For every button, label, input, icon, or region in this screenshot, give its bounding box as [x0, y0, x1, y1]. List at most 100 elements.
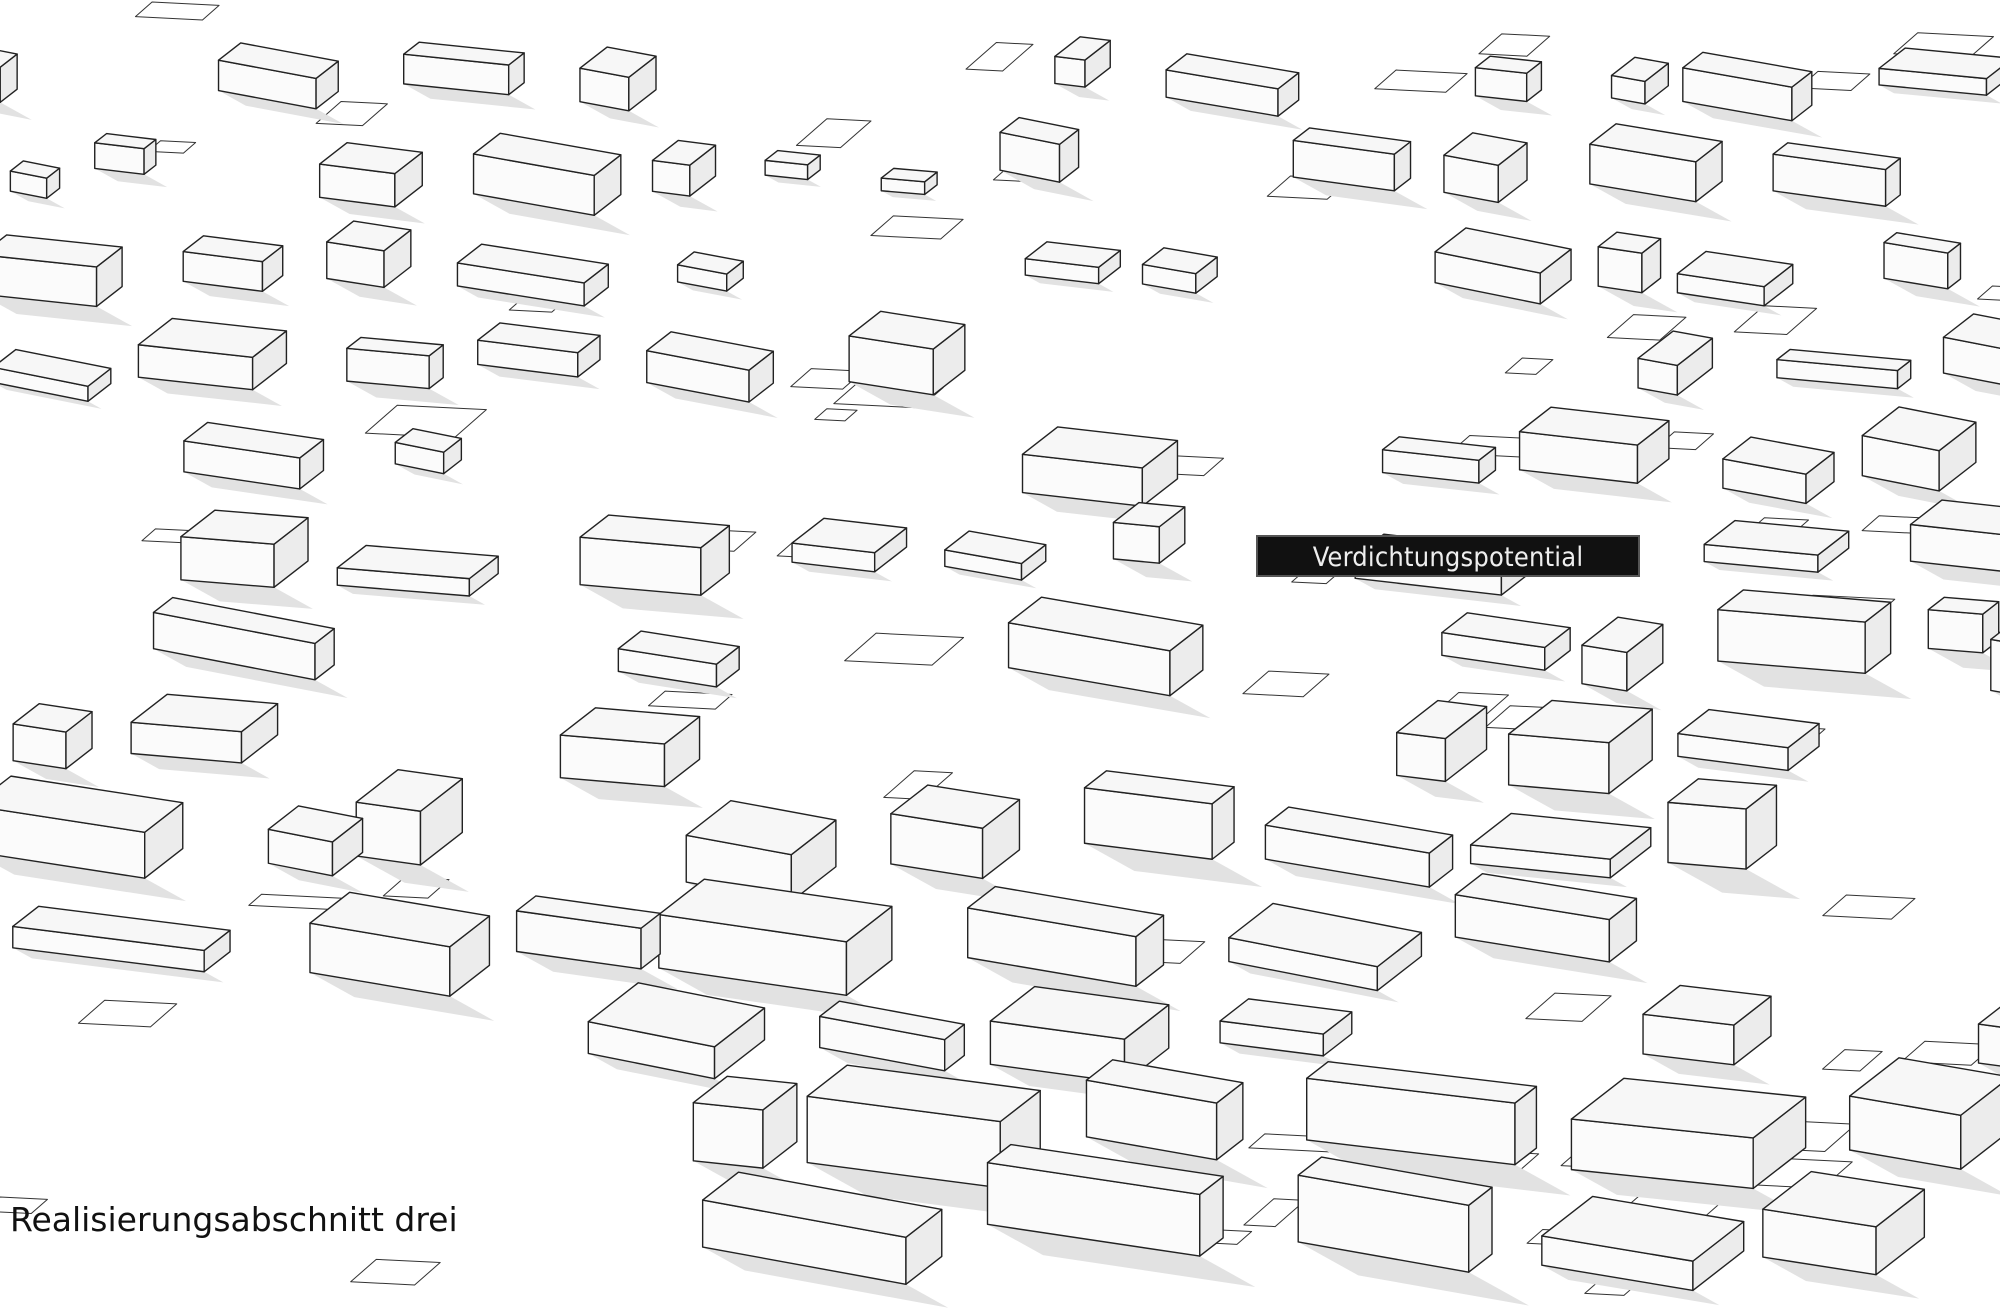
building-roof — [0, 348, 112, 387]
building-shadow — [1849, 1150, 2000, 1195]
parcel-outline — [1504, 357, 1554, 375]
building-shadow — [944, 566, 1037, 589]
building-shadow — [1396, 775, 1484, 803]
building-roof — [1518, 406, 1670, 446]
building-shadow — [0, 102, 32, 120]
building-shadow — [1677, 756, 1809, 782]
building-shadow — [1025, 275, 1114, 292]
parcel-outline — [0, 1196, 48, 1215]
building-shadow — [702, 1247, 949, 1308]
building-roof — [0, 49, 18, 68]
building-roof — [1883, 232, 1962, 254]
building-shadow — [1910, 561, 2000, 586]
building-roof — [1219, 998, 1353, 1035]
building-roof — [1589, 123, 1723, 163]
building-roof — [579, 514, 731, 549]
parcel-outline — [1900, 1040, 1996, 1066]
building-roof — [559, 707, 701, 745]
building-facade — [1942, 336, 2000, 385]
building-facade — [1977, 1023, 2000, 1067]
building-roof — [477, 322, 601, 354]
building-roof — [1722, 436, 1835, 475]
building-shadow — [153, 648, 348, 698]
building-shadow — [183, 471, 328, 505]
building-shadow — [618, 671, 737, 699]
building-facade — [1112, 521, 1161, 564]
building-shadow — [477, 364, 600, 390]
building-roof — [1676, 250, 1794, 288]
building-shadow — [1142, 283, 1214, 303]
building-shadow — [1879, 84, 2000, 104]
building-roof — [1570, 1077, 1807, 1139]
building-shadow — [1166, 97, 1303, 130]
building-shadow — [516, 951, 678, 990]
building-roof — [1434, 227, 1572, 274]
building-roof — [819, 1000, 966, 1041]
building-roof — [685, 799, 837, 856]
building-facade — [692, 1101, 764, 1169]
building-roof — [1927, 596, 2000, 615]
building-shadow — [1293, 177, 1428, 210]
building-roof — [1024, 241, 1122, 268]
parcel-outline — [870, 215, 964, 240]
building-shadow — [1682, 101, 1823, 138]
building-roof — [1677, 708, 1820, 749]
building-roof — [1054, 36, 1111, 61]
building-roof — [1507, 699, 1653, 744]
parcel-outline — [1242, 670, 1330, 698]
building-shadow — [881, 190, 937, 201]
building-roof — [1703, 519, 1850, 556]
parcel-outline — [1822, 1049, 1883, 1072]
building-roof — [944, 530, 1047, 565]
building-roof — [318, 142, 423, 175]
building-side — [1985, 67, 2000, 96]
building-roof — [1682, 51, 1813, 88]
building-roof — [1717, 589, 1892, 623]
building-shadow — [1704, 561, 1834, 581]
building-shadow — [652, 191, 718, 212]
building-roof — [137, 317, 288, 358]
building-shadow — [677, 281, 743, 300]
building-facade — [1597, 246, 1643, 294]
building-shadow — [457, 285, 605, 318]
building-shadow — [1220, 1042, 1343, 1067]
building-shadow — [1000, 170, 1094, 202]
building-roof — [1228, 902, 1423, 968]
building-roof — [890, 784, 1021, 829]
building-roof — [806, 1064, 1041, 1123]
building-roof — [1878, 47, 2000, 80]
building-roof — [1441, 612, 1571, 649]
building-roof — [1848, 1057, 2000, 1116]
building-facade — [1990, 638, 2000, 693]
building-roof — [403, 41, 525, 66]
building-roof — [1292, 127, 1412, 155]
building-shadow — [326, 278, 417, 306]
building-side — [1960, 1083, 2000, 1170]
building-shadow — [1228, 961, 1399, 1003]
building-roof — [1581, 616, 1664, 654]
building-shadow — [987, 1224, 1256, 1287]
building-shadow — [849, 381, 975, 418]
building-roof — [1667, 778, 1778, 810]
building-roof — [1297, 1156, 1493, 1207]
building-facade — [180, 535, 275, 589]
building-shadow — [346, 381, 459, 405]
building-roof — [617, 630, 740, 665]
building-shadow — [560, 777, 703, 808]
building-shadow — [1717, 661, 1912, 700]
building-roof — [152, 596, 335, 645]
building-shadow — [1008, 667, 1211, 719]
building-shadow — [1443, 192, 1532, 221]
building-roof — [676, 251, 744, 275]
building-roof — [267, 805, 364, 843]
building-roof — [880, 167, 938, 183]
building-shadow — [1611, 97, 1666, 116]
building-shadow — [1508, 784, 1655, 820]
building-facade — [1054, 55, 1086, 88]
building-roof — [1396, 699, 1488, 740]
building-roof — [12, 905, 231, 952]
building-shadow — [0, 383, 102, 409]
building-facade — [651, 159, 691, 197]
building-shadow — [1762, 1257, 1920, 1299]
building-shadow — [10, 191, 65, 209]
